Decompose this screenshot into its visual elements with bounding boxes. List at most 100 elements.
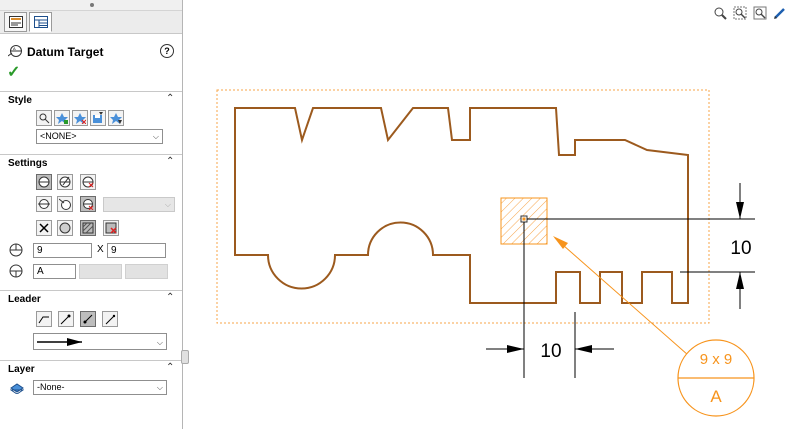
target-line-icon: [59, 176, 71, 188]
grip-dot: [90, 3, 94, 7]
target-line-button[interactable]: [57, 174, 73, 190]
dimension-arrow-bottom: [736, 272, 744, 289]
target-area-circular-button[interactable]: [57, 220, 73, 236]
zoom-to-fit-button[interactable]: [711, 5, 728, 21]
no-leader-icon: [105, 314, 116, 325]
datum-target-size-text: 9 x 9: [700, 351, 733, 368]
layer-section-label: Layer: [8, 364, 35, 375]
ok-button[interactable]: ✓: [7, 64, 21, 81]
chevron-up-icon[interactable]: ⌃: [166, 156, 175, 167]
view-toolbar: [711, 5, 788, 21]
save-style-icon: [93, 112, 103, 123]
symbol-size-outside-icon: [59, 198, 71, 210]
zoom-to-area-button[interactable]: [731, 5, 748, 21]
target-point-button[interactable]: [36, 174, 52, 190]
symbol-size-inside-button[interactable]: [80, 196, 96, 212]
symbol-option-select[interactable]: ⌵: [103, 197, 175, 212]
apply-style-icon: [39, 113, 50, 124]
settings-section-header[interactable]: Settings ⌃: [0, 154, 182, 170]
layer-section-header[interactable]: Layer ⌃: [0, 360, 182, 376]
load-style-button[interactable]: [108, 110, 124, 126]
target-size-x-field[interactable]: 9: [33, 243, 92, 258]
chevron-down-icon: ⌵: [156, 383, 163, 392]
previous-view-icon: [753, 6, 766, 20]
target-area-x-button[interactable]: [36, 220, 52, 236]
tab-property-manager[interactable]: [4, 12, 27, 32]
target-size-icon: [9, 243, 23, 257]
dimension-arrow-top: [736, 202, 744, 219]
property-manager-panel: A Datum Target ? ✓ Style ⌃ <NONE> ⌵ Sett…: [0, 0, 183, 429]
chevron-up-icon[interactable]: ⌃: [166, 292, 175, 303]
delete-style-icon: [74, 113, 86, 124]
chevron-up-icon[interactable]: ⌃: [166, 93, 175, 104]
bent-leader-icon: [38, 316, 49, 324]
target-size-y-field[interactable]: 9: [107, 243, 166, 258]
chevron-down-icon: ⌵: [152, 132, 159, 141]
zoom-to-area-icon: [733, 6, 746, 20]
pen-icon: [773, 8, 785, 19]
chevron-down-icon: ⌵: [156, 338, 163, 347]
leader-section-header[interactable]: Leader ⌃: [0, 290, 182, 306]
configuration-manager-icon: [33, 16, 48, 28]
target-none-button[interactable]: [80, 174, 96, 190]
selection-frame: [216, 89, 710, 324]
datum-reference-1-field[interactable]: A: [33, 264, 76, 279]
target-point-icon: [38, 176, 50, 188]
horizontal-dimension-text[interactable]: 10: [540, 341, 561, 362]
leader-bent-button[interactable]: [36, 311, 52, 327]
panel-grip-bar[interactable]: [0, 0, 182, 11]
symbol-no-size-button[interactable]: [36, 196, 52, 212]
dimension-arrow-right: [575, 345, 592, 353]
dimension-arrow-left: [507, 345, 524, 353]
layer-select[interactable]: -None- ⌵: [33, 380, 167, 395]
help-button[interactable]: ?: [160, 44, 174, 58]
svg-text:A: A: [13, 46, 16, 51]
symbol-no-size-icon: [38, 199, 50, 209]
style-favorite-value: <NONE>: [40, 131, 77, 141]
target-area-none-button[interactable]: [103, 220, 119, 236]
chevron-up-icon[interactable]: ⌃: [166, 362, 175, 373]
underline-leader-icon: [83, 314, 93, 324]
symbol-size-inside-icon: [83, 199, 94, 210]
save-style-button[interactable]: [90, 110, 106, 126]
target-point-center: [522, 217, 526, 221]
drawing-canvas[interactable]: 10 10 9 x 9 A: [184, 0, 800, 429]
property-manager-icon: [8, 16, 23, 28]
zoom-to-fit-icon: [714, 7, 727, 20]
arrow-style-icon: [37, 338, 82, 346]
target-area-rectangular-button[interactable]: [80, 220, 96, 236]
add-style-button[interactable]: [54, 110, 70, 126]
add-style-icon: [56, 113, 68, 124]
apply-style-button[interactable]: [36, 110, 52, 126]
part-outline[interactable]: [234, 107, 689, 304]
leader-none-button[interactable]: [102, 311, 118, 327]
layer-icon: [10, 383, 24, 394]
arrow-style-select[interactable]: ⌵: [33, 333, 167, 350]
leader-section-label: Leader: [8, 294, 41, 305]
layer-value: -None-: [37, 382, 65, 392]
pan-button[interactable]: [771, 5, 788, 21]
style-favorite-select[interactable]: <NONE> ⌵: [36, 129, 163, 144]
page-title: Datum Target: [27, 45, 104, 59]
previous-view-button[interactable]: [751, 5, 768, 21]
target-none-icon: [82, 176, 94, 188]
style-section-header[interactable]: Style ⌃: [0, 91, 182, 107]
size-x-separator: X: [97, 244, 104, 255]
settings-section-label: Settings: [8, 158, 48, 169]
datum-target-label-text: A: [710, 387, 722, 406]
vertical-dimension-text[interactable]: 10: [730, 238, 751, 259]
leader-underline-button[interactable]: [80, 311, 96, 327]
datum-reference-3-field[interactable]: [125, 264, 168, 279]
symbol-size-outside-button[interactable]: [57, 196, 73, 212]
datum-target-leader[interactable]: [554, 237, 689, 356]
target-rectangle-icon: [82, 222, 94, 234]
straight-leader-icon: [60, 314, 71, 325]
target-x-icon: [39, 223, 49, 233]
panel-splitter-handle[interactable]: [181, 350, 189, 364]
datum-reference-2-field[interactable]: [79, 264, 122, 279]
delete-style-button[interactable]: [72, 110, 88, 126]
leader-straight-button[interactable]: [58, 311, 74, 327]
manager-tabs: [0, 11, 182, 34]
target-circle-icon: [59, 222, 71, 234]
tab-configuration-manager[interactable]: [29, 12, 52, 32]
